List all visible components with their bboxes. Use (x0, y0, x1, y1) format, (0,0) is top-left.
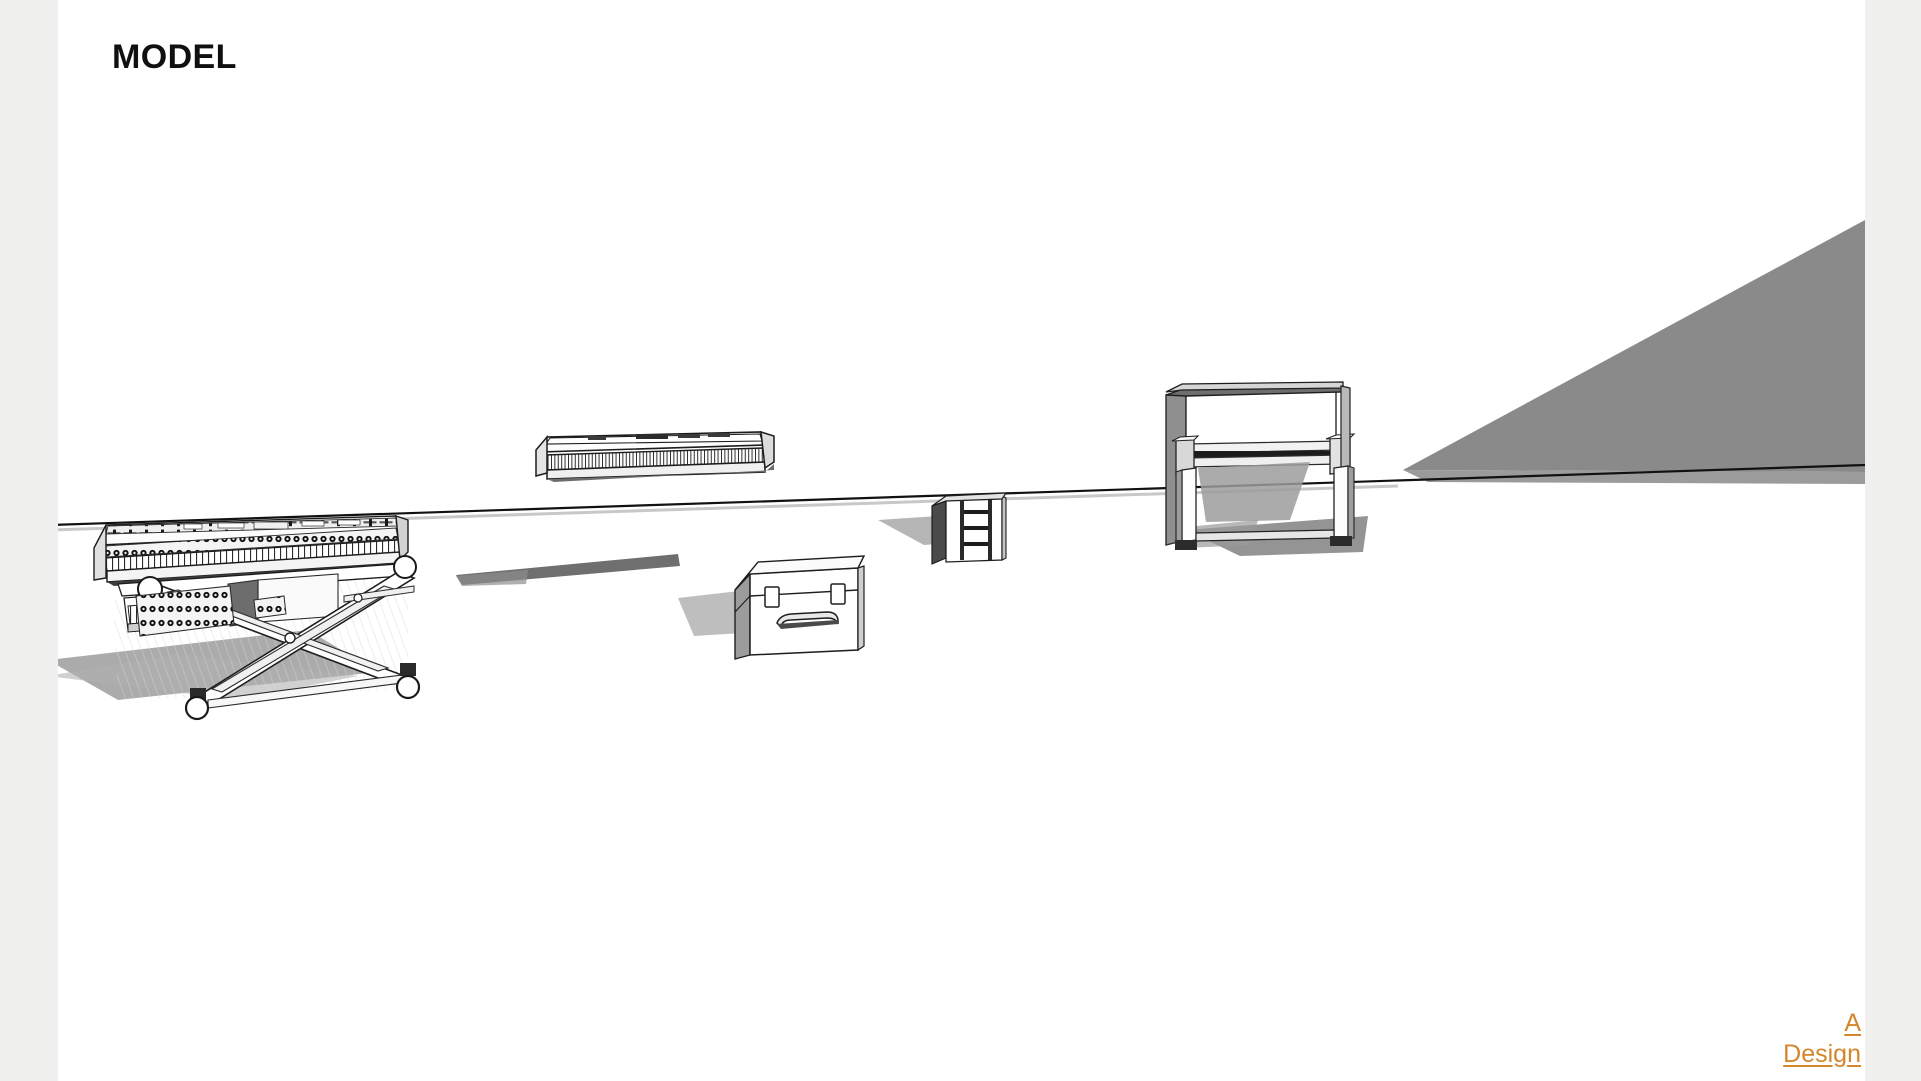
stand-caster-lower-right (395, 663, 421, 700)
upright-piano-leg-left (1181, 467, 1197, 543)
upright-piano-right-edge (1340, 385, 1351, 475)
upright-piano-leg-left-side (1175, 469, 1183, 545)
stand-caster-lower-left (184, 688, 210, 721)
stage-keyboard-button-1 (183, 523, 203, 530)
hard-case-trunk-lid-seam-left (734, 595, 751, 613)
stage-keyboard-endcap-left (93, 524, 107, 581)
stand-pivot (284, 632, 296, 644)
upright-piano-keyblock-left-top (1171, 435, 1200, 442)
stage-keyboard-button-3 (301, 520, 325, 527)
digital-piano-slab-underside (547, 464, 774, 482)
stand-rail-knob (353, 593, 363, 603)
stage-keyboard-assembly[interactable] (58, 514, 421, 721)
stage-keyboard-button-4 (337, 519, 361, 526)
upright-piano-under-shadow (1198, 462, 1310, 522)
digital-piano-slab[interactable] (456, 430, 775, 586)
upright-piano-keys (1190, 451, 1338, 458)
shelf-cabinet-divider-left (960, 500, 964, 560)
stage-keyboard-display (253, 521, 289, 530)
digital-piano-slab-button-b (708, 433, 730, 437)
hard-case-trunk-right-side (857, 565, 865, 652)
upright-piano-leg-right (1333, 465, 1349, 541)
hard-case-trunk-front (749, 567, 859, 656)
model-viewport[interactable]: MODEL A Design (58, 0, 1865, 1081)
watermark-a-design[interactable]: A Design (1783, 1008, 1861, 1069)
shelf-cabinet-left-side (931, 498, 947, 565)
stand-arm-d (210, 585, 396, 693)
shelf-cabinet-shelf-2 (963, 526, 989, 530)
digital-piano-slab-shadow-soft (456, 570, 528, 586)
shelf-cabinet-divider-right (988, 500, 992, 560)
upright-piano-lid-top (1165, 381, 1344, 393)
watermark-line-design[interactable]: Design (1783, 1039, 1861, 1068)
wall-shade (1403, 220, 1865, 472)
stand-adjust-knobs (135, 585, 235, 637)
wall-shade-lower (1403, 470, 1865, 484)
digital-piano-slab-button-a (678, 434, 700, 438)
hard-case-handle-shadow (777, 620, 838, 629)
stage-keyboard-underside (107, 556, 408, 586)
shelf-cabinet-right-side (1001, 495, 1007, 561)
shelf-cabinet-top (931, 492, 1008, 507)
shelf-cabinet-shelf-1 (963, 510, 989, 514)
ground-plane (58, 220, 1865, 532)
stage-keyboard-button-2 (217, 522, 245, 529)
stand-latch-cluster (253, 595, 287, 619)
upright-piano-caster-right (1330, 536, 1352, 546)
shelf-cabinet-shelf-3 (963, 542, 989, 546)
digital-piano-slab-display (636, 434, 668, 439)
stand-caster-upper-right (393, 555, 417, 579)
digital-piano-slab-endcap-left (535, 434, 548, 477)
hard-case-latch-right (830, 583, 846, 605)
upright-piano[interactable] (1165, 381, 1368, 556)
hard-case-trunk[interactable] (678, 555, 866, 660)
hard-case-trunk-top (734, 555, 866, 591)
watermark-line-a[interactable]: A (1844, 1009, 1861, 1037)
stage-keyboard-endcap-right (395, 514, 409, 562)
shelf-cabinet[interactable] (878, 492, 1008, 565)
upright-piano-leg-right-side (1347, 465, 1355, 539)
hard-case-latch-left (764, 586, 780, 608)
scene-label: MODEL (112, 38, 237, 76)
model-scene-svg (58, 220, 1865, 721)
digital-piano-slab-button-c (588, 436, 606, 440)
digital-piano-slab-endcap-right (760, 430, 775, 470)
upright-piano-caster-left (1175, 540, 1197, 550)
